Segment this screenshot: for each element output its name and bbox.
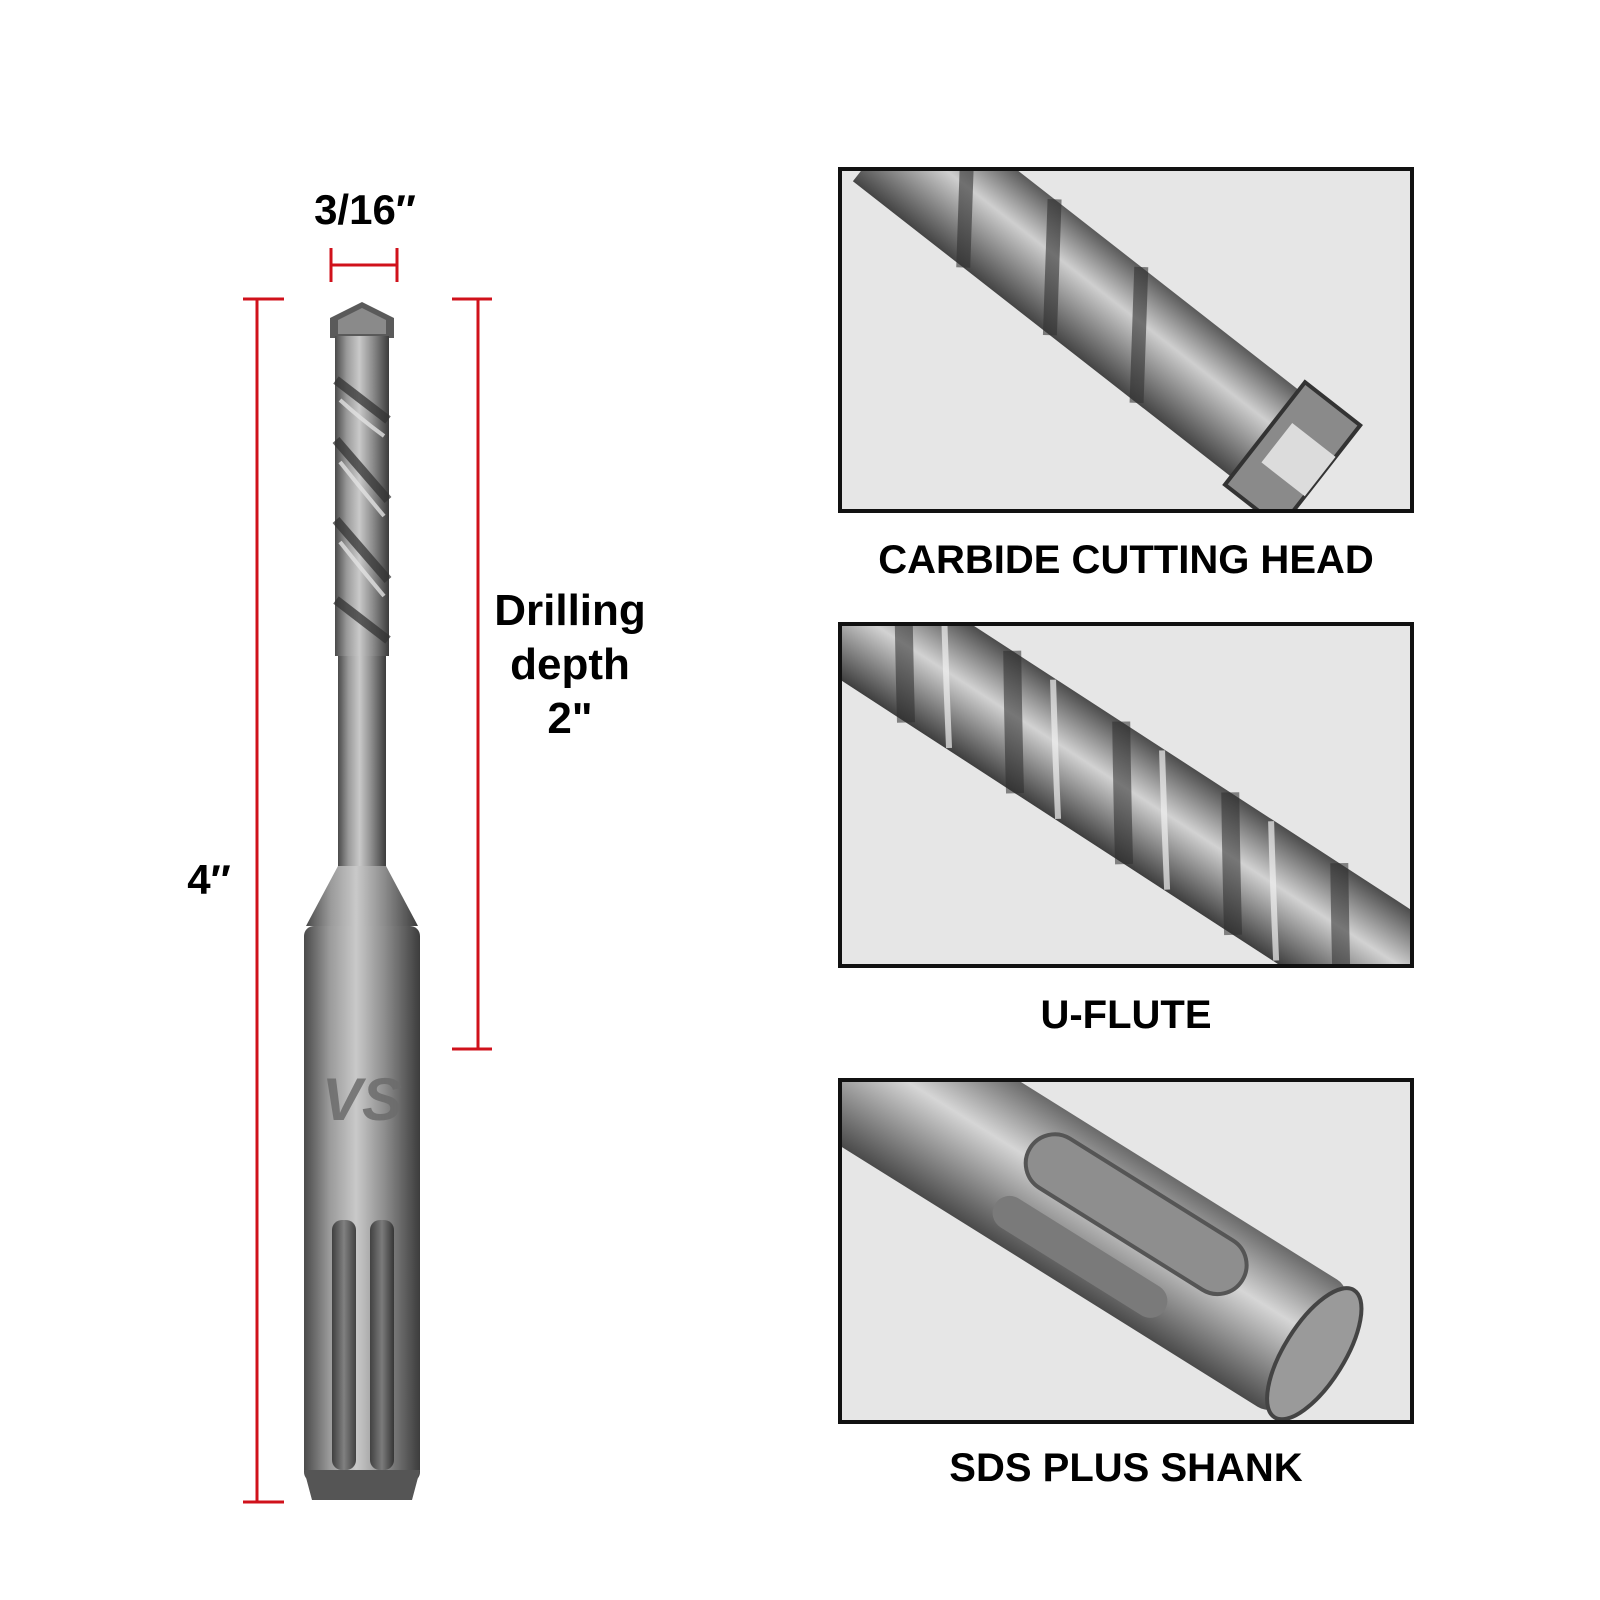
depth-label-line2: depth [510,640,630,689]
caption-cutting-head: CARBIDE CUTTING HEAD [878,538,1374,582]
depth-label-line1: Drilling [494,586,646,635]
sds-shank-image [842,1082,1364,1420]
cutting-head-image [852,171,1363,509]
drill-bit: VS [304,302,420,1500]
caption-u-flute: U-FLUTE [1040,993,1212,1037]
depth-label: Drilling depth 2" [470,584,670,746]
width-marker [329,248,399,282]
depth-marker [452,297,492,1051]
u-flute-image [842,626,1410,964]
feature-panel-sds-shank [838,1078,1414,1424]
feature-panel-u-flute [838,622,1414,968]
caption-sds-shank: SDS PLUS SHANK [949,1446,1303,1490]
length-marker [243,297,284,1504]
feature-panel-cutting-head [838,167,1414,513]
length-label: 4″ [187,856,231,903]
width-label: 3/16″ [314,186,416,233]
depth-label-line3: 2" [547,694,593,743]
brand-mark: VS [322,1066,402,1133]
